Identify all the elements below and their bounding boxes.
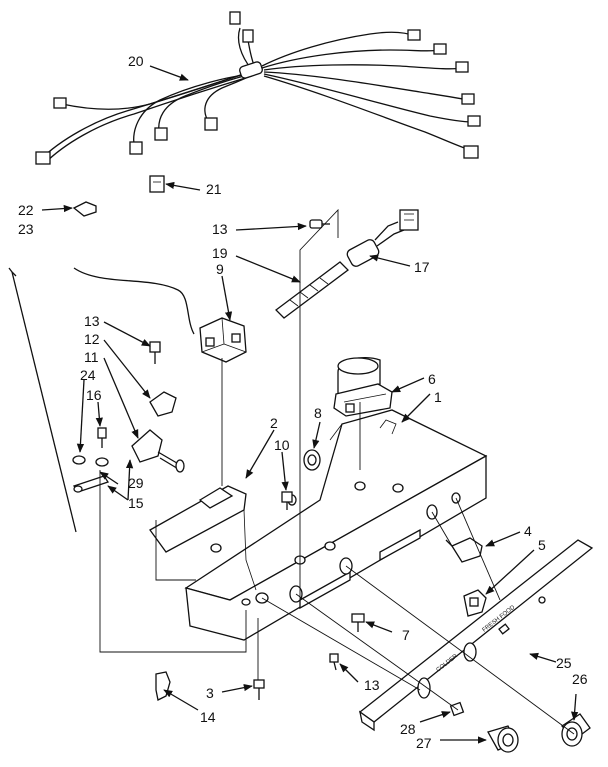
harness-clip	[149, 175, 165, 193]
label-13-left: 13	[84, 313, 100, 329]
label-23: 23	[18, 221, 34, 237]
defrost-timer	[333, 357, 393, 417]
clip-14	[155, 671, 171, 701]
screw-10	[281, 491, 293, 510]
label-26: 26	[572, 671, 588, 687]
link-arm	[72, 475, 110, 493]
bracket-12	[149, 391, 177, 417]
label-28: 28	[400, 721, 416, 737]
screw-top	[309, 219, 330, 229]
screw-7	[351, 613, 365, 632]
wire-harness	[35, 11, 481, 165]
label-27: 27	[416, 735, 432, 751]
control-housing	[149, 409, 488, 641]
label-1: 1	[434, 389, 442, 405]
control-rod	[8, 267, 77, 533]
label-17: 17	[414, 259, 430, 275]
label-6: 6	[428, 371, 436, 387]
screw-bottom	[329, 653, 339, 671]
label-11: 11	[84, 349, 99, 365]
knob-26	[561, 713, 591, 747]
bracket-clip	[72, 201, 97, 217]
label-12: 12	[84, 331, 100, 347]
screw-16	[97, 427, 107, 448]
label-15: 15	[128, 495, 144, 511]
leader-lines	[41, 65, 579, 744]
thermostat	[73, 267, 247, 363]
label-13-top: 13	[212, 221, 228, 237]
label-16: 16	[86, 387, 102, 403]
label-8: 8	[314, 405, 322, 421]
label-24: 24	[80, 367, 96, 383]
label-13-bottom: 13	[364, 677, 380, 693]
label-20: 20	[128, 53, 144, 69]
label-19: 19	[212, 245, 228, 261]
switch-5	[463, 589, 487, 617]
control-knob-shaft	[131, 429, 185, 473]
label-25: 25	[556, 655, 572, 671]
label-21: 21	[206, 181, 222, 197]
label-5: 5	[538, 537, 546, 553]
label-2: 2	[270, 415, 278, 431]
label-10: 10	[274, 437, 290, 453]
switch-4	[445, 537, 483, 563]
control-panel: COLDER FRESH FOOD	[358, 539, 594, 732]
label-29: 29	[128, 475, 144, 491]
label-3: 3	[206, 685, 214, 701]
grommet	[303, 449, 321, 471]
label-9: 9	[216, 261, 224, 277]
label-14: 14	[200, 709, 216, 725]
label-4: 4	[524, 523, 532, 539]
screw-left	[149, 341, 161, 364]
label-7: 7	[402, 627, 410, 643]
knob-27	[487, 725, 519, 753]
washer	[72, 455, 109, 467]
part-labels: 20 21 22 23 13 19 17 9 13 12 11 24 16 6 …	[18, 53, 588, 751]
label-22: 22	[18, 202, 34, 218]
screw-3	[253, 679, 265, 700]
light-assembly	[275, 209, 419, 319]
assembly-lines	[99, 208, 575, 735]
